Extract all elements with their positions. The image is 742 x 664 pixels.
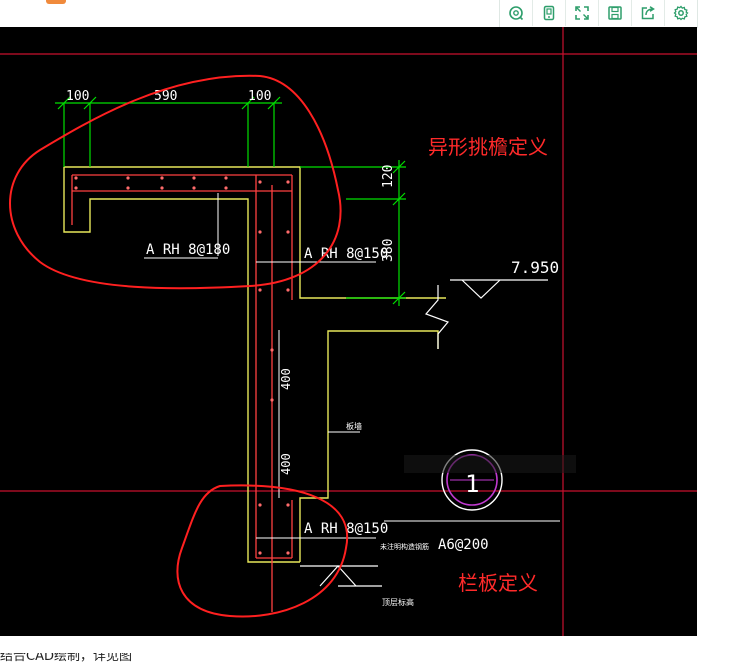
- dim-wall-upper: 400: [279, 368, 293, 390]
- dim-wall-lower: 400: [279, 453, 293, 475]
- dim-top-middle: 590: [154, 89, 177, 104]
- dim-top-left: 100: [66, 89, 89, 104]
- zoom-button[interactable]: [500, 0, 533, 26]
- eave-outline: [63, 166, 446, 563]
- save-icon: [608, 6, 622, 20]
- dim-side-bottom: 380: [381, 239, 396, 262]
- viewer-toolbar: [0, 0, 742, 28]
- bottom-level-marker: [300, 565, 382, 587]
- zoom-icon: [509, 6, 524, 21]
- rebar-label-parapet-note: A6@200: [438, 537, 489, 553]
- grid-lines: [0, 27, 697, 636]
- phone-icon: [543, 5, 555, 21]
- share-icon: [641, 6, 655, 20]
- settings-button[interactable]: [665, 0, 697, 26]
- settings-icon: [673, 5, 689, 21]
- fullscreen-icon: [575, 6, 589, 20]
- rebar-label-eave: A RH 8@180: [146, 242, 230, 258]
- footer-text: 结合CAD绘制，详见图: [0, 649, 132, 664]
- elevation-marker: [424, 279, 548, 349]
- watermark: [404, 455, 576, 473]
- tab-badge: [46, 0, 66, 4]
- phone-view-button[interactable]: [533, 0, 566, 26]
- elevation-value: 7.950: [511, 258, 559, 277]
- cad-drawing-canvas[interactable]: 100 590 100 120 380 400 400: [0, 27, 697, 636]
- top-dimension-line: [55, 96, 282, 167]
- side-dimension-line: [300, 160, 406, 306]
- rebar-dots: [74, 176, 290, 555]
- top-dimension-texts: 100 590 100: [66, 89, 271, 104]
- dim-side-top: 120: [381, 165, 396, 188]
- fullscreen-button[interactable]: [566, 0, 599, 26]
- wall-note: 板墙: [346, 421, 362, 431]
- annotation-circles: [9, 74, 349, 618]
- parapet-prefix-note: 未注明构造钢筋: [380, 542, 429, 551]
- cad-drawing: 100 590 100 120 380 400 400: [0, 27, 697, 636]
- save-button[interactable]: [599, 0, 632, 26]
- rebar-label-leaders: [144, 193, 560, 539]
- toolbar-button-group: [499, 0, 698, 28]
- section-number: 1: [465, 470, 479, 498]
- parapet-definition-label: 栏板定义: [458, 571, 538, 595]
- eave-definition-label: 异形挑檐定义: [428, 135, 548, 159]
- bottom-level-note: 顶层标高: [382, 597, 414, 607]
- dim-top-right: 100: [248, 89, 271, 104]
- rebar-label-wall-top: A RH 8@150: [304, 246, 388, 262]
- share-button[interactable]: [632, 0, 665, 26]
